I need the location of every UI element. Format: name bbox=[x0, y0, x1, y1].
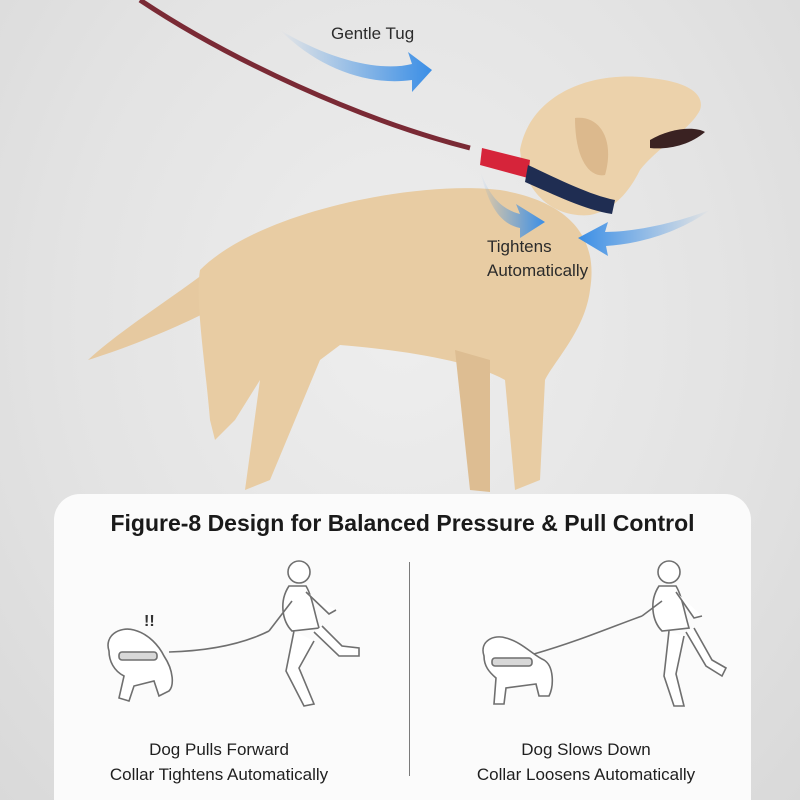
arrow-icon bbox=[280, 30, 432, 92]
illustration-dog-pulls: !! bbox=[107, 560, 360, 707]
panel-divider bbox=[409, 562, 410, 776]
dog-mouth bbox=[650, 128, 705, 149]
info-panel: Figure-8 Design for Balanced Pressure & … bbox=[54, 494, 751, 800]
caption-left-line1: Dog Pulls Forward bbox=[149, 740, 289, 759]
callout-tightens-line1: Tightens bbox=[487, 237, 552, 256]
dog-body bbox=[198, 188, 592, 491]
callout-gentle-tug: Gentle Tug bbox=[331, 24, 415, 43]
caption-right-line1: Dog Slows Down bbox=[521, 740, 651, 759]
dog-head bbox=[520, 76, 701, 216]
caption-dog-slows: Dog Slows Down Collar Loosens Automatica… bbox=[421, 737, 751, 787]
caption-left-line2: Collar Tightens Automatically bbox=[109, 765, 329, 784]
arrow-icon bbox=[480, 170, 545, 238]
collar-red bbox=[480, 148, 530, 178]
collar-navy bbox=[525, 165, 615, 214]
leash bbox=[138, 0, 471, 151]
panel-title: Figure-8 Design for Balanced Pressure & … bbox=[110, 510, 695, 536]
caption-right-line2: Collar Loosens Automatically bbox=[476, 765, 696, 784]
dog-leg bbox=[455, 350, 490, 492]
arrow-icon bbox=[578, 210, 710, 256]
caption-dog-pulls: Dog Pulls Forward Collar Tightens Automa… bbox=[54, 737, 384, 787]
dog-tail bbox=[88, 265, 230, 360]
alert-icon: !! bbox=[144, 613, 155, 630]
callout-tightens: Tightens Automatically bbox=[487, 235, 588, 283]
callout-tightens-line2: Automatically bbox=[487, 261, 589, 280]
dog-ear bbox=[575, 117, 609, 176]
illustration-dog-slows bbox=[482, 560, 728, 707]
